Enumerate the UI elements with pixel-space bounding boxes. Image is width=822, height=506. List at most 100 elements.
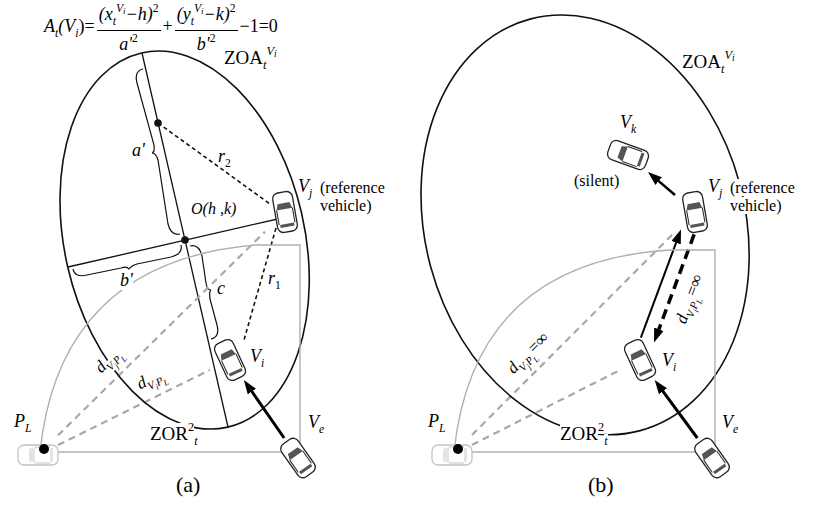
axis-label: c [217, 278, 225, 299]
math-text: L [25, 422, 32, 435]
panel-label: (a) [176, 472, 200, 497]
node-outline [606, 133, 650, 177]
distance-label: dVjPL=∞ [503, 328, 557, 382]
node-outline [690, 436, 734, 480]
car-window [219, 348, 236, 360]
node-outline [208, 338, 252, 382]
math-text: 2 [188, 420, 194, 434]
vehicle: Ve [276, 436, 320, 480]
car-window [276, 202, 293, 211]
car-roof [622, 146, 642, 166]
math-text: V [194, 2, 201, 15]
math-text: (V [58, 16, 75, 36]
math-text: k [631, 123, 636, 136]
car-body [606, 139, 650, 171]
math-text: V [662, 350, 673, 370]
math-text: =∞ [524, 328, 553, 357]
distance-line [58, 370, 210, 445]
zone-outline [375, 0, 794, 472]
vehicle: Vk(silent) [606, 133, 650, 177]
vehicle: Vi [618, 338, 662, 382]
car-window [639, 368, 653, 377]
math-text: (reference vehicle) [730, 179, 795, 214]
axis-label: a' [132, 140, 145, 161]
location-dot [39, 444, 49, 454]
math-text: V [722, 412, 733, 432]
car-window [700, 446, 717, 460]
math-text: −k) [204, 4, 230, 24]
math-text: (x [99, 4, 113, 24]
numerator: (ytVi−k)2 [175, 2, 238, 31]
math-text: V [298, 176, 309, 196]
vehicle: Vj(reference vehicle) [673, 190, 717, 234]
car-window [690, 223, 704, 228]
car-shell [278, 436, 317, 480]
vehicle: Vj(reference vehicle) [263, 190, 307, 234]
math-text: ZOR [150, 423, 188, 444]
math-text: t [721, 62, 724, 76]
node-outline [276, 436, 320, 480]
car-shell [692, 436, 731, 480]
node-outline [618, 338, 662, 382]
node-outline [673, 190, 717, 234]
math-text: e [319, 423, 324, 436]
math-text: ZOA [682, 51, 721, 72]
node-label: Ve [308, 412, 324, 436]
math-text: L [439, 422, 446, 435]
fraction: (xtVi−h)2a'2 [97, 2, 161, 54]
math-text: a' [132, 140, 145, 160]
distance-label: dVjPL [91, 343, 130, 382]
math-text: b' [197, 34, 210, 54]
radius-label: r1 [268, 268, 281, 292]
math-text: V [708, 176, 719, 196]
node-label: PL [428, 411, 446, 435]
node-outline [16, 433, 60, 477]
car-shell [18, 445, 58, 465]
math-text: 2 [598, 420, 604, 434]
math-text: V [266, 44, 274, 58]
node-label: ZOR2t [560, 420, 608, 448]
math-text: 2 [230, 2, 236, 15]
node-outline [452, 245, 715, 452]
math-text: (y [177, 4, 191, 24]
node-outline [430, 433, 474, 477]
minor-axis [68, 218, 282, 267]
math-text: j [309, 187, 312, 200]
zone-ellipse: ViZOAtVi [60, 51, 309, 429]
panel-label: (b) [588, 472, 614, 497]
node-label: (silent) [574, 172, 619, 190]
message-arrow [653, 176, 675, 195]
denominator: b'2 [197, 31, 216, 55]
node-outline [60, 51, 309, 429]
math-text: e [733, 423, 738, 436]
math-text: V [724, 48, 732, 62]
math-text: t [113, 15, 116, 28]
car-window [713, 464, 726, 474]
math-text: P [428, 411, 439, 431]
math-text: A [44, 16, 55, 36]
math-text: t [263, 58, 266, 72]
math-text: i [673, 361, 676, 374]
math-text: V [308, 412, 319, 432]
math-text: t [191, 15, 194, 28]
math-text: + [163, 16, 173, 36]
car-roof [221, 354, 242, 374]
numerator: (xtVi−h)2 [97, 2, 161, 31]
car-roof [277, 208, 295, 226]
node-label: ZOAtVi [682, 48, 735, 76]
focal-radius [158, 123, 270, 204]
math-text: (reference vehicle) [320, 179, 385, 214]
node-label: ZOAtVi [224, 44, 277, 72]
math-text: (a) [176, 472, 200, 497]
car-shell [272, 191, 299, 234]
motion-arrow [658, 385, 697, 438]
node-label: PL [14, 411, 32, 435]
car-shell [622, 338, 657, 383]
math-text: =∞ [681, 272, 706, 299]
car-shell [212, 338, 247, 383]
car-window [280, 223, 294, 228]
math-text: = [85, 16, 95, 36]
car-body [692, 436, 731, 480]
car-window [229, 368, 243, 377]
